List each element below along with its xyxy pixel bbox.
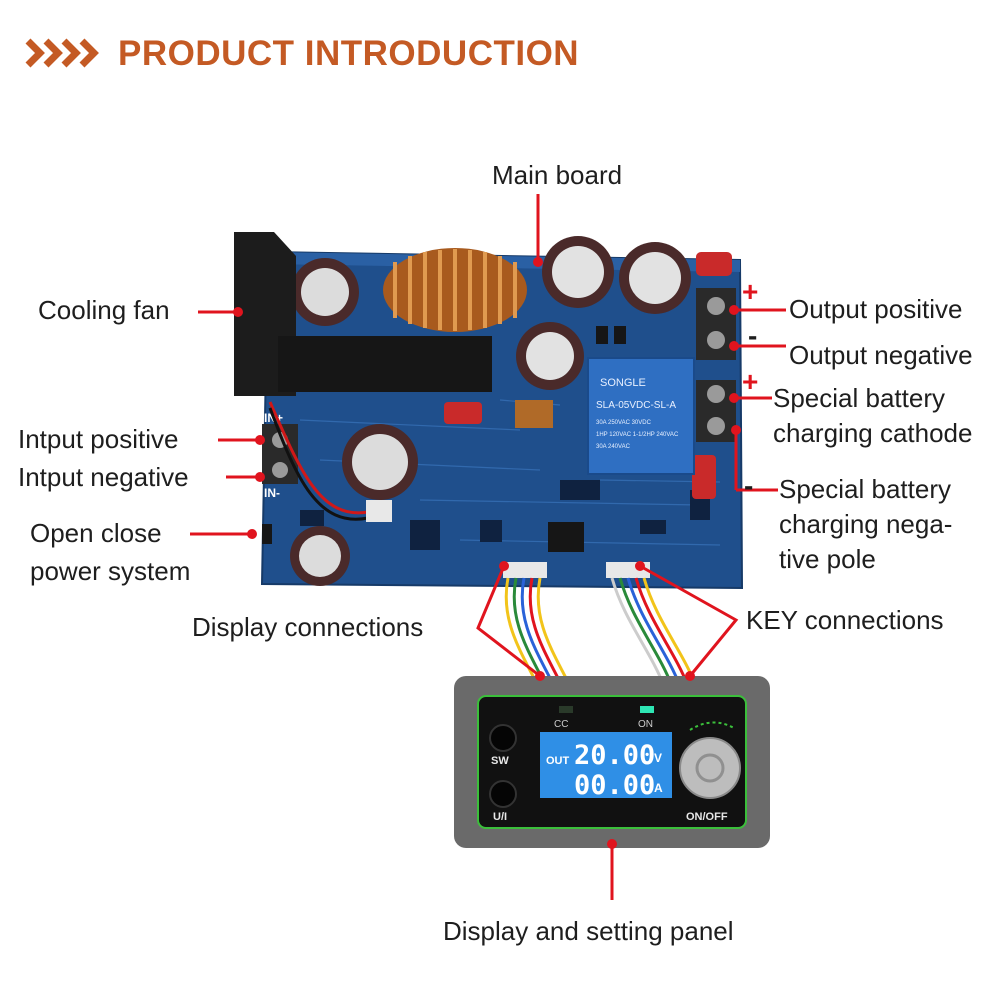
label-main-board: Main board [492, 160, 623, 190]
svg-text:CC: CC [554, 719, 568, 730]
ribbon-cables [504, 577, 698, 687]
ic-chip [548, 522, 584, 552]
svg-text:ON: ON [638, 719, 653, 730]
svg-text:ON/OFF: ON/OFF [686, 811, 728, 823]
label-open-close-1: Open close [30, 518, 162, 548]
rotate-arrow-icon [689, 721, 735, 731]
svg-text:OUT: OUT [546, 755, 570, 767]
svg-text:V: V [654, 751, 662, 765]
svg-text:SONGLE: SONGLE [600, 377, 646, 389]
svg-text:IN-: IN- [264, 486, 280, 500]
sw-button[interactable] [489, 724, 517, 752]
header: PRODUCT INTRODUCTION [24, 28, 579, 78]
callout-lines [190, 194, 786, 900]
ui-button[interactable] [489, 780, 517, 808]
lcd-screen [540, 732, 672, 798]
main-board: SONGLE SLA-05VDC-SL-A 30A 250VAC 30VDC 1… [234, 232, 744, 590]
svg-text:U/I: U/I [493, 811, 507, 823]
svg-text:00.00: 00.00 [574, 770, 655, 801]
svg-text:30A 240VAC: 30A 240VAC [596, 444, 631, 450]
svg-text:SLA-05VDC-SL-A: SLA-05VDC-SL-A [596, 400, 676, 411]
label-charging-negative-2: charging nega- [779, 509, 953, 539]
label-open-close-2: power system [30, 556, 191, 586]
svg-text:SW: SW [491, 755, 509, 767]
label-input-positive: Intput positive [18, 424, 179, 454]
label-display-panel: Display and setting panel [443, 916, 734, 946]
rotary-knob[interactable] [679, 737, 741, 799]
label-charging-negative-3: tive pole [779, 544, 876, 574]
on-indicator [640, 706, 654, 713]
display-connector [503, 562, 547, 578]
callout-dots [233, 257, 741, 849]
minus-sign-output: - [748, 320, 758, 351]
label-display-connections: Display connections [192, 612, 424, 642]
display-setting-panel: SW U/I CC ON OUT 20.00 V 00.00 A ON/OFF [454, 676, 770, 848]
capacitors [290, 236, 691, 586]
label-charging-cathode-1: Special battery [773, 383, 945, 413]
label-input-negative: Intput negative [18, 462, 189, 492]
label-key-connections: KEY connections [746, 605, 944, 635]
svg-text:1HP 120VAC 1-1/2HP 240VAC: 1HP 120VAC 1-1/2HP 240VAC [596, 432, 679, 438]
page-title: PRODUCT INTRODUCTION [118, 33, 580, 73]
label-output-positive: Output positive [789, 294, 963, 324]
label-cooling-fan: Cooling fan [38, 295, 170, 325]
cc-indicator [559, 706, 573, 713]
chevron-arrows-icon [25, 38, 99, 68]
svg-text:A: A [654, 781, 663, 795]
label-output-negative: Output negative [789, 340, 973, 370]
svg-text:30A 250VAC 30VDC: 30A 250VAC 30VDC [596, 420, 652, 426]
plus-sign-charging: + [742, 366, 759, 397]
output-terminals [696, 288, 736, 442]
minus-sign-charging: - [744, 470, 754, 501]
svg-text:20.00: 20.00 [574, 740, 655, 771]
label-charging-negative-1: Special battery [779, 474, 951, 504]
label-charging-cathode-2: charging cathode [773, 418, 973, 448]
relay [587, 357, 695, 475]
plus-sign-output: + [742, 276, 759, 307]
